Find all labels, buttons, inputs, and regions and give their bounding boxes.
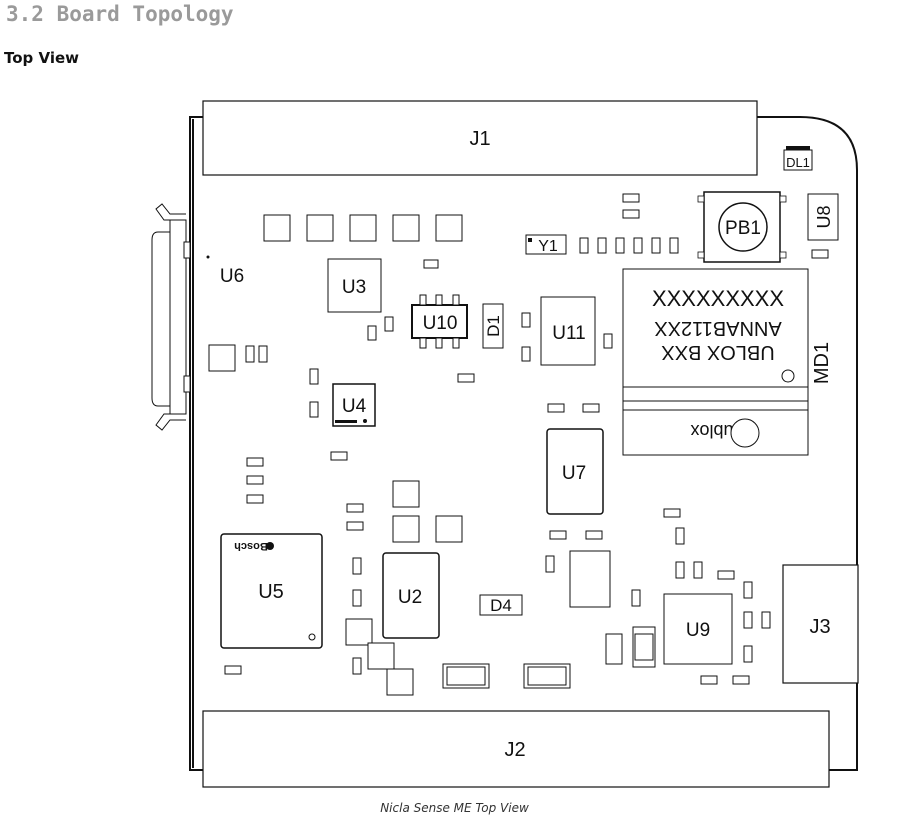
d1-label: D1 bbox=[484, 315, 503, 337]
j3-label: J3 bbox=[809, 616, 830, 638]
u2-chip bbox=[382, 552, 440, 639]
pad-square-left bbox=[208, 344, 236, 372]
passives-mid bbox=[245, 312, 613, 418]
pad-squares-center bbox=[392, 480, 463, 543]
j2-label: J2 bbox=[504, 739, 525, 761]
ic-square-mid bbox=[569, 550, 611, 608]
j2-connector bbox=[202, 710, 830, 788]
d4-diode bbox=[479, 594, 523, 616]
section-heading: 3.2 Board Topology bbox=[6, 2, 234, 26]
u9-label: U9 bbox=[686, 620, 710, 641]
u11-label: U11 bbox=[552, 323, 585, 344]
pad-row-top bbox=[263, 214, 463, 242]
large-resistors-bottom bbox=[442, 663, 571, 689]
md1-line3: UBLOX BXX bbox=[661, 341, 774, 363]
u9-chip bbox=[663, 593, 733, 665]
u3-chip bbox=[327, 258, 382, 313]
u10-label: U10 bbox=[423, 313, 458, 334]
j3-connector bbox=[782, 564, 859, 684]
md1-label: MD1 bbox=[811, 342, 833, 384]
usb-connector bbox=[151, 203, 191, 431]
u11-chip bbox=[540, 296, 596, 366]
pb1-button bbox=[697, 191, 787, 263]
passive-row-y1 bbox=[579, 193, 679, 254]
y1-crystal bbox=[525, 234, 567, 255]
d4-label: D4 bbox=[490, 596, 512, 615]
y1-label: Y1 bbox=[538, 238, 558, 255]
top-view-subheading: Top View bbox=[4, 49, 80, 67]
md1-line1: XXXXXXXXX bbox=[652, 286, 784, 311]
md1-line2: ANNAB112XX bbox=[654, 317, 781, 339]
dl1-label: DL1 bbox=[786, 155, 810, 170]
j1-connector bbox=[202, 100, 758, 176]
u10-chip bbox=[411, 294, 468, 349]
u8-label: U8 bbox=[814, 205, 834, 228]
u6-label: U6 bbox=[220, 266, 244, 287]
board-outline bbox=[189, 116, 858, 771]
u3-label: U3 bbox=[342, 277, 366, 298]
u7-chip bbox=[546, 428, 604, 515]
u5-bosch-mark: Bosch bbox=[234, 540, 268, 552]
figure-caption: Nicla Sense ME Top View bbox=[380, 801, 529, 815]
d1-diode bbox=[482, 303, 504, 349]
pad-squares-bottom bbox=[345, 618, 414, 696]
u5-label: U5 bbox=[258, 581, 284, 603]
u8-chip bbox=[807, 193, 839, 241]
passives-right bbox=[605, 508, 771, 685]
u7-label: U7 bbox=[562, 463, 586, 484]
board-topology-diagram: J1 J2 J3 DL1 U8 PB1 Y1 bbox=[151, 100, 859, 788]
u4-chip bbox=[332, 383, 376, 427]
u5-chip bbox=[220, 533, 323, 649]
md1-module: XXXXXXXXX ANNAB112XX UBLOX BXX ublox bbox=[622, 268, 809, 456]
passives-left bbox=[246, 451, 364, 531]
u2-label: U2 bbox=[398, 587, 422, 608]
md1-brand: ublox bbox=[690, 421, 733, 441]
j1-label: J1 bbox=[469, 128, 490, 150]
board-edge-inner bbox=[192, 119, 194, 768]
pb1-label: PB1 bbox=[725, 218, 761, 239]
u4-label: U4 bbox=[342, 396, 367, 417]
